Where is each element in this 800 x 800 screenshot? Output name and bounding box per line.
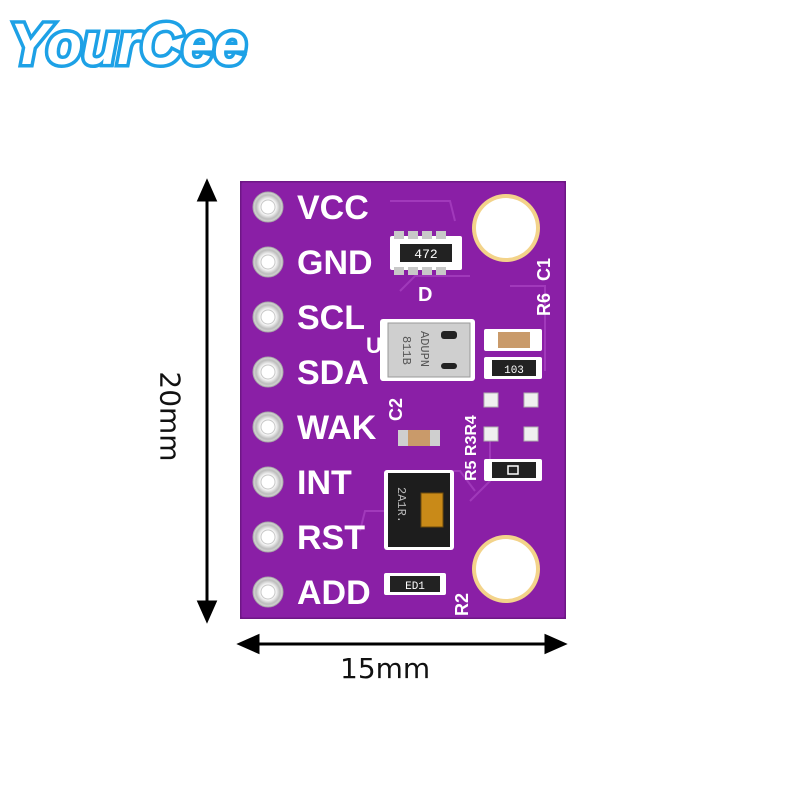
gas-sensor-chip: 811B ADUPN: [380, 319, 475, 381]
resistor-array-code: 472: [414, 247, 437, 262]
pin-pads: [252, 191, 284, 608]
width-dimension-label: 15mm: [340, 652, 431, 685]
pin-label-rst: RST: [297, 519, 365, 557]
brand-logo: YourCee: [8, 9, 250, 81]
silk-d-label: D: [418, 284, 432, 306]
height-dimension-label: 20mm: [153, 371, 187, 462]
pcb-substrate: [240, 181, 566, 619]
silk-r2-label: R2: [452, 593, 472, 616]
sensor-breakout-board: VCC GND SCL SDA WAK INT RST ADD 472 D 81…: [240, 181, 566, 619]
silk-c1-label: C1: [534, 258, 554, 281]
pin-label-sda: SDA: [297, 354, 369, 392]
resistor-r4: [484, 459, 542, 481]
resistor-code: 103: [504, 365, 524, 377]
small-chip-ed1: ED1: [384, 573, 446, 595]
gas-chip-text-2: ADUPN: [417, 331, 431, 367]
small-chip-code: ED1: [405, 581, 425, 593]
silk-u-label: U: [366, 333, 382, 358]
pin-label-vcc: VCC: [297, 189, 369, 227]
pin-label-int: INT: [297, 464, 352, 502]
capacitor-c1: [484, 329, 542, 351]
humidity-chip-text: 2A1R.: [394, 487, 408, 523]
resistor-103: 103: [484, 357, 542, 379]
silk-r6-label: R6: [534, 293, 554, 316]
capacitor-c2: [398, 430, 440, 446]
pin-label-scl: SCL: [297, 299, 365, 337]
pin-label-wak: WAK: [297, 409, 377, 447]
humidity-sensor-chip: 2A1R.: [384, 470, 454, 550]
silk-r-labels: R5 R3R4: [463, 415, 480, 481]
pin-label-gnd: GND: [297, 244, 373, 282]
resistor-array: 472: [390, 231, 462, 275]
empty-resistor-pads: [483, 392, 539, 442]
gas-chip-text-1: 811B: [399, 336, 413, 365]
silk-c2-label: C2: [386, 398, 406, 421]
pin-label-add: ADD: [297, 574, 371, 612]
brand-logo-text: YourCee: [10, 12, 246, 77]
